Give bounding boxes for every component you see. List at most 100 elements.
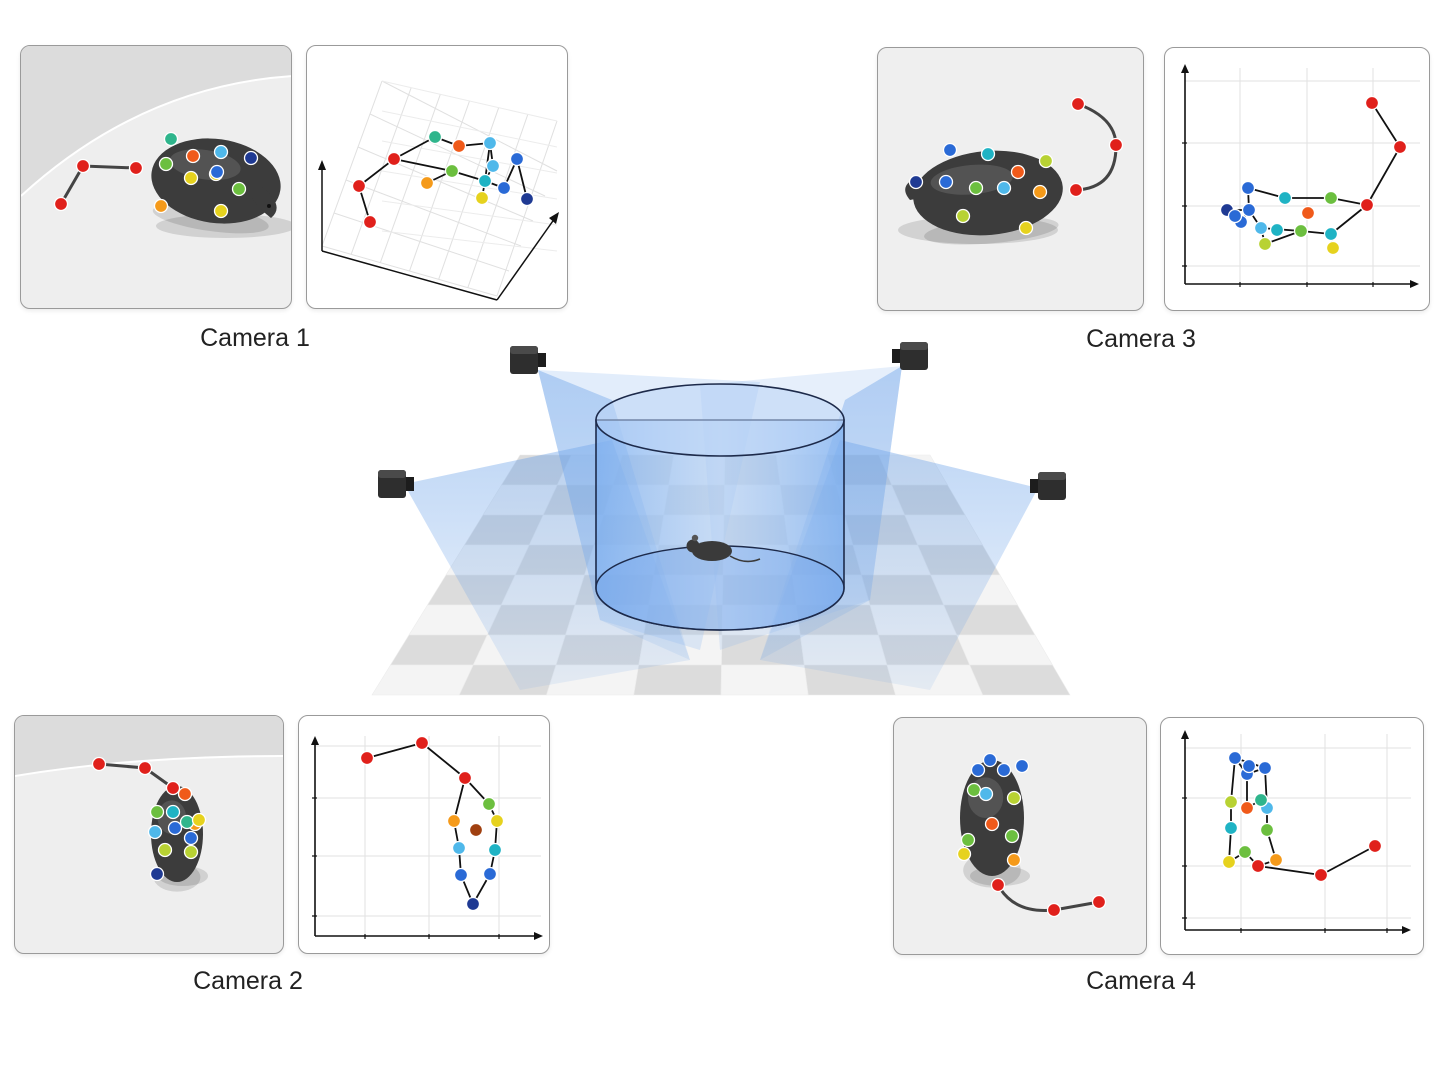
skeleton-link — [393, 158, 453, 172]
grid-line — [381, 140, 558, 174]
camera-icon — [510, 346, 546, 374]
skeleton-link — [453, 777, 466, 822]
skeleton-link — [1320, 845, 1376, 876]
keypoint — [509, 151, 525, 167]
keypoint — [496, 180, 512, 196]
skeleton-link — [1366, 146, 1401, 206]
keypoint — [908, 174, 924, 190]
camera-4-pose-plot-panel — [1160, 717, 1424, 955]
floor-tile — [956, 634, 1054, 666]
keypoint — [444, 163, 460, 179]
mouse-ear — [691, 534, 699, 542]
camera-top — [510, 346, 538, 354]
floor-tile — [720, 664, 809, 696]
keypoint — [1091, 894, 1107, 910]
grid-line — [381, 230, 558, 252]
keypoint — [482, 866, 498, 882]
keypoint — [1108, 137, 1124, 153]
x-axis-arrow — [1410, 280, 1419, 288]
camera-icon — [892, 342, 928, 370]
keypoint — [966, 782, 982, 798]
camera-4-image-panel — [893, 717, 1147, 955]
keypoint — [1068, 182, 1084, 198]
skeleton-link — [393, 136, 436, 160]
keypoint — [938, 174, 954, 190]
keypoint — [1010, 164, 1026, 180]
mouse-tail — [59, 164, 137, 205]
camera-2-pose-plot-panel — [298, 715, 550, 954]
camera-4-2d-pose-plot — [1181, 730, 1411, 934]
keypoint — [1257, 236, 1273, 252]
keypoint — [942, 142, 958, 158]
x-axis — [321, 250, 498, 301]
keypoint — [1253, 220, 1269, 236]
mouse-body — [692, 541, 732, 561]
keypoint — [1364, 95, 1380, 111]
keypoint — [231, 181, 247, 197]
arena-wall-edge — [15, 755, 283, 777]
floor-tile — [371, 664, 474, 696]
keypoint — [481, 796, 497, 812]
keypoint — [1313, 867, 1329, 883]
grid-line — [467, 114, 529, 288]
keypoint — [167, 820, 183, 836]
keypoint — [243, 150, 259, 166]
keypoint — [427, 129, 443, 145]
keypoint — [457, 770, 473, 786]
keypoint — [1293, 223, 1309, 239]
camera-2-mouse-view — [15, 716, 283, 892]
keypoint — [474, 190, 490, 206]
keypoint — [519, 191, 535, 207]
camera-1-image-panel — [20, 45, 292, 309]
keypoint — [165, 780, 181, 796]
y-axis — [496, 217, 556, 301]
keypoint — [177, 786, 193, 802]
keypoint — [1004, 828, 1020, 844]
cylinder-top — [595, 383, 845, 457]
keypoint — [477, 173, 493, 189]
keypoint — [1006, 790, 1022, 806]
keypoint — [485, 158, 501, 174]
camera-3-2d-pose-plot — [1181, 64, 1420, 288]
keypoint — [209, 164, 225, 180]
keypoint — [1237, 844, 1253, 860]
keypoint — [1032, 184, 1048, 200]
keypoint — [419, 175, 435, 191]
keypoint — [183, 830, 199, 846]
keypoint — [446, 813, 462, 829]
y-axis-arrow — [311, 736, 319, 745]
camera-top — [378, 470, 406, 478]
mouse-snout — [251, 186, 277, 218]
keypoint — [351, 178, 367, 194]
camera-3-pose-plot-panel — [1164, 47, 1430, 311]
grid-line — [350, 87, 412, 255]
keypoint — [1240, 180, 1256, 196]
grid-line — [381, 80, 558, 172]
keypoint — [213, 203, 229, 219]
keypoint — [489, 813, 505, 829]
keypoint — [1250, 858, 1266, 874]
camera-lens — [538, 353, 546, 367]
mouse-eye — [267, 204, 271, 208]
camera-2-label: Camera 2 — [193, 967, 303, 995]
keypoint — [157, 842, 173, 858]
keypoint — [1300, 205, 1316, 221]
keypoint — [487, 842, 503, 858]
keypoint — [163, 131, 179, 147]
keypoint — [1277, 190, 1293, 206]
keypoint — [970, 762, 986, 778]
arena-cylinder — [595, 383, 845, 631]
camera-top — [900, 342, 928, 350]
3d-grid — [321, 80, 558, 297]
camera-lens — [892, 349, 900, 363]
keypoint — [179, 814, 195, 830]
mouse-tail — [729, 555, 761, 563]
keypoint — [183, 844, 199, 860]
keypoint — [53, 196, 69, 212]
keypoint — [183, 170, 199, 186]
keypoint — [386, 151, 402, 167]
mouse-shadow — [156, 214, 291, 238]
keypoint — [158, 156, 174, 172]
keypoint — [1323, 226, 1339, 242]
keypoint — [451, 138, 467, 154]
